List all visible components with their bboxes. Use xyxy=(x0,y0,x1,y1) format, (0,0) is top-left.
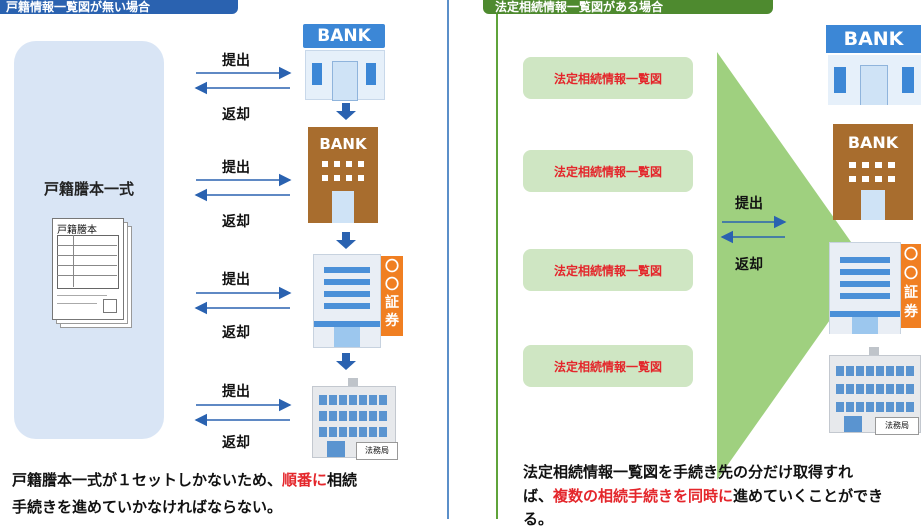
left-caption-line-2: 手続きを進めていかなければならない。 xyxy=(12,498,283,516)
submit-label-1: 提出 xyxy=(222,53,250,69)
right-legal-bureau-icon: 法務局 xyxy=(827,347,921,437)
left-header-tag: 戸籍情報一覧図が無い場合 xyxy=(0,0,238,14)
securities-icon: 〇〇証券 xyxy=(313,254,405,348)
submit-label-3: 提出 xyxy=(222,272,250,288)
right-accent-bar xyxy=(496,14,498,519)
right-securities-icon: 〇〇証券 xyxy=(829,242,921,334)
submit-label-4: 提出 xyxy=(222,384,250,400)
right-bank-sign-2: BANK xyxy=(847,133,899,152)
legal-bureau-sign-1: 法務局 xyxy=(365,446,389,455)
right-caption-line-1: 法定相続情報一覧図を手続き先の分だけ取得すれ xyxy=(523,463,854,481)
right-bank-icon-1: BANK xyxy=(826,25,921,105)
certificate-card-3: 法定相続情報一覧図 xyxy=(523,249,693,291)
bank-sign-2: BANK xyxy=(319,135,367,153)
center-divider xyxy=(447,0,449,519)
certificate-card-1: 法定相続情報一覧図 xyxy=(523,57,693,99)
right-submit-label: 提出 xyxy=(735,196,763,212)
certificate-card-4: 法定相続情報一覧図 xyxy=(523,345,693,387)
right-return-label: 返却 xyxy=(735,257,763,273)
legal-bureau-sign-2: 法務局 xyxy=(885,421,909,430)
securities-sign: 〇〇証券 xyxy=(385,259,399,329)
return-label-3: 返却 xyxy=(222,325,250,341)
submit-label-2: 提出 xyxy=(222,160,250,176)
return-label-4: 返却 xyxy=(222,435,250,451)
right-bank-icon-2: BANK xyxy=(833,124,913,220)
down-arrow-3 xyxy=(336,353,356,370)
right-bank-sign-1: BANK xyxy=(843,28,904,50)
down-arrow-1 xyxy=(336,103,356,120)
left-caption-line-1: 戸籍謄本一式が１セットしかないため、順番に相続 xyxy=(12,471,358,489)
down-arrow-2 xyxy=(336,232,356,249)
right-header-tag: 法定相続情報一覧図がある場合 xyxy=(483,0,773,14)
koseki-document-icon: 戸籍謄本 xyxy=(52,218,132,328)
koseki-document-title: 戸籍謄本 xyxy=(57,225,97,236)
right-securities-sign: 〇〇証券 xyxy=(904,247,918,320)
bank-icon-1: BANK xyxy=(303,24,385,101)
certificate-card-2: 法定相続情報一覧図 xyxy=(523,150,693,192)
bank-icon-2: BANK xyxy=(308,127,378,223)
right-caption-line-2: ば、複数の相続手続きを同時に進めていくことができ xyxy=(523,487,884,505)
koseki-panel-title: 戸籍謄本一式 xyxy=(43,180,134,198)
flow-triangle xyxy=(717,52,868,480)
return-label-2: 返却 xyxy=(222,214,250,230)
legal-bureau-icon: 法務局 xyxy=(308,378,398,462)
return-label-1: 返却 xyxy=(222,107,250,123)
bank-sign-1: BANK xyxy=(317,26,371,46)
